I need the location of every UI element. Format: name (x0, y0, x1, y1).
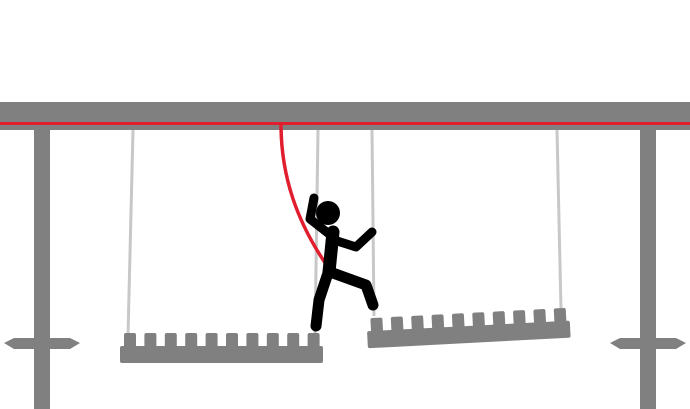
right-platform-slat (472, 312, 485, 328)
right-post-collar (610, 338, 686, 349)
left-support-post (4, 118, 80, 409)
figure-reaching-arm (329, 227, 377, 252)
right-platform-slat (553, 307, 567, 324)
right-platform-rope-right (555, 129, 563, 311)
right-platform-slat (431, 314, 445, 330)
overhead-beam (0, 102, 690, 130)
left-swinging-platform (120, 333, 323, 363)
figure-back-leg (324, 266, 379, 311)
right-platform-rope-left (370, 129, 376, 317)
right-platform-slat (451, 313, 465, 329)
right-post-pillar (640, 118, 656, 409)
hanging-ropes (126, 129, 563, 337)
left-platform-slat (185, 333, 198, 348)
left-platform-base (120, 346, 323, 363)
left-platform-rope-left (126, 129, 135, 337)
left-platform-slat (144, 333, 157, 348)
left-platform-slat (307, 333, 320, 348)
left-platform-slat (124, 333, 136, 348)
left-platform-slat (287, 333, 300, 348)
left-post-pillar (34, 118, 50, 409)
left-post-collar (4, 338, 80, 349)
right-platform-slat (513, 310, 526, 326)
right-platform-slat (370, 317, 384, 333)
left-platform-slat (205, 333, 218, 348)
right-platform-slat (411, 315, 424, 331)
right-support-post (610, 118, 686, 409)
right-platform-slats (370, 307, 567, 333)
stick-figure-icon (305, 193, 379, 332)
safety-cable (0, 122, 690, 125)
left-platform-slat (226, 333, 238, 348)
left-platform-slat (246, 333, 259, 348)
left-platform-slat (164, 333, 177, 348)
figure-head (316, 201, 340, 225)
right-platform-slat (390, 316, 404, 332)
left-platform-slats (124, 333, 320, 348)
figure-front-leg (310, 264, 335, 332)
right-platform-base (367, 320, 571, 349)
safety-rope-icon (279, 122, 332, 272)
figure-raised-arm (305, 193, 338, 242)
right-platform-slat (533, 309, 546, 325)
right-platform-slat (492, 311, 506, 327)
right-swinging-platform (367, 307, 571, 349)
left-platform-slat (266, 333, 279, 348)
